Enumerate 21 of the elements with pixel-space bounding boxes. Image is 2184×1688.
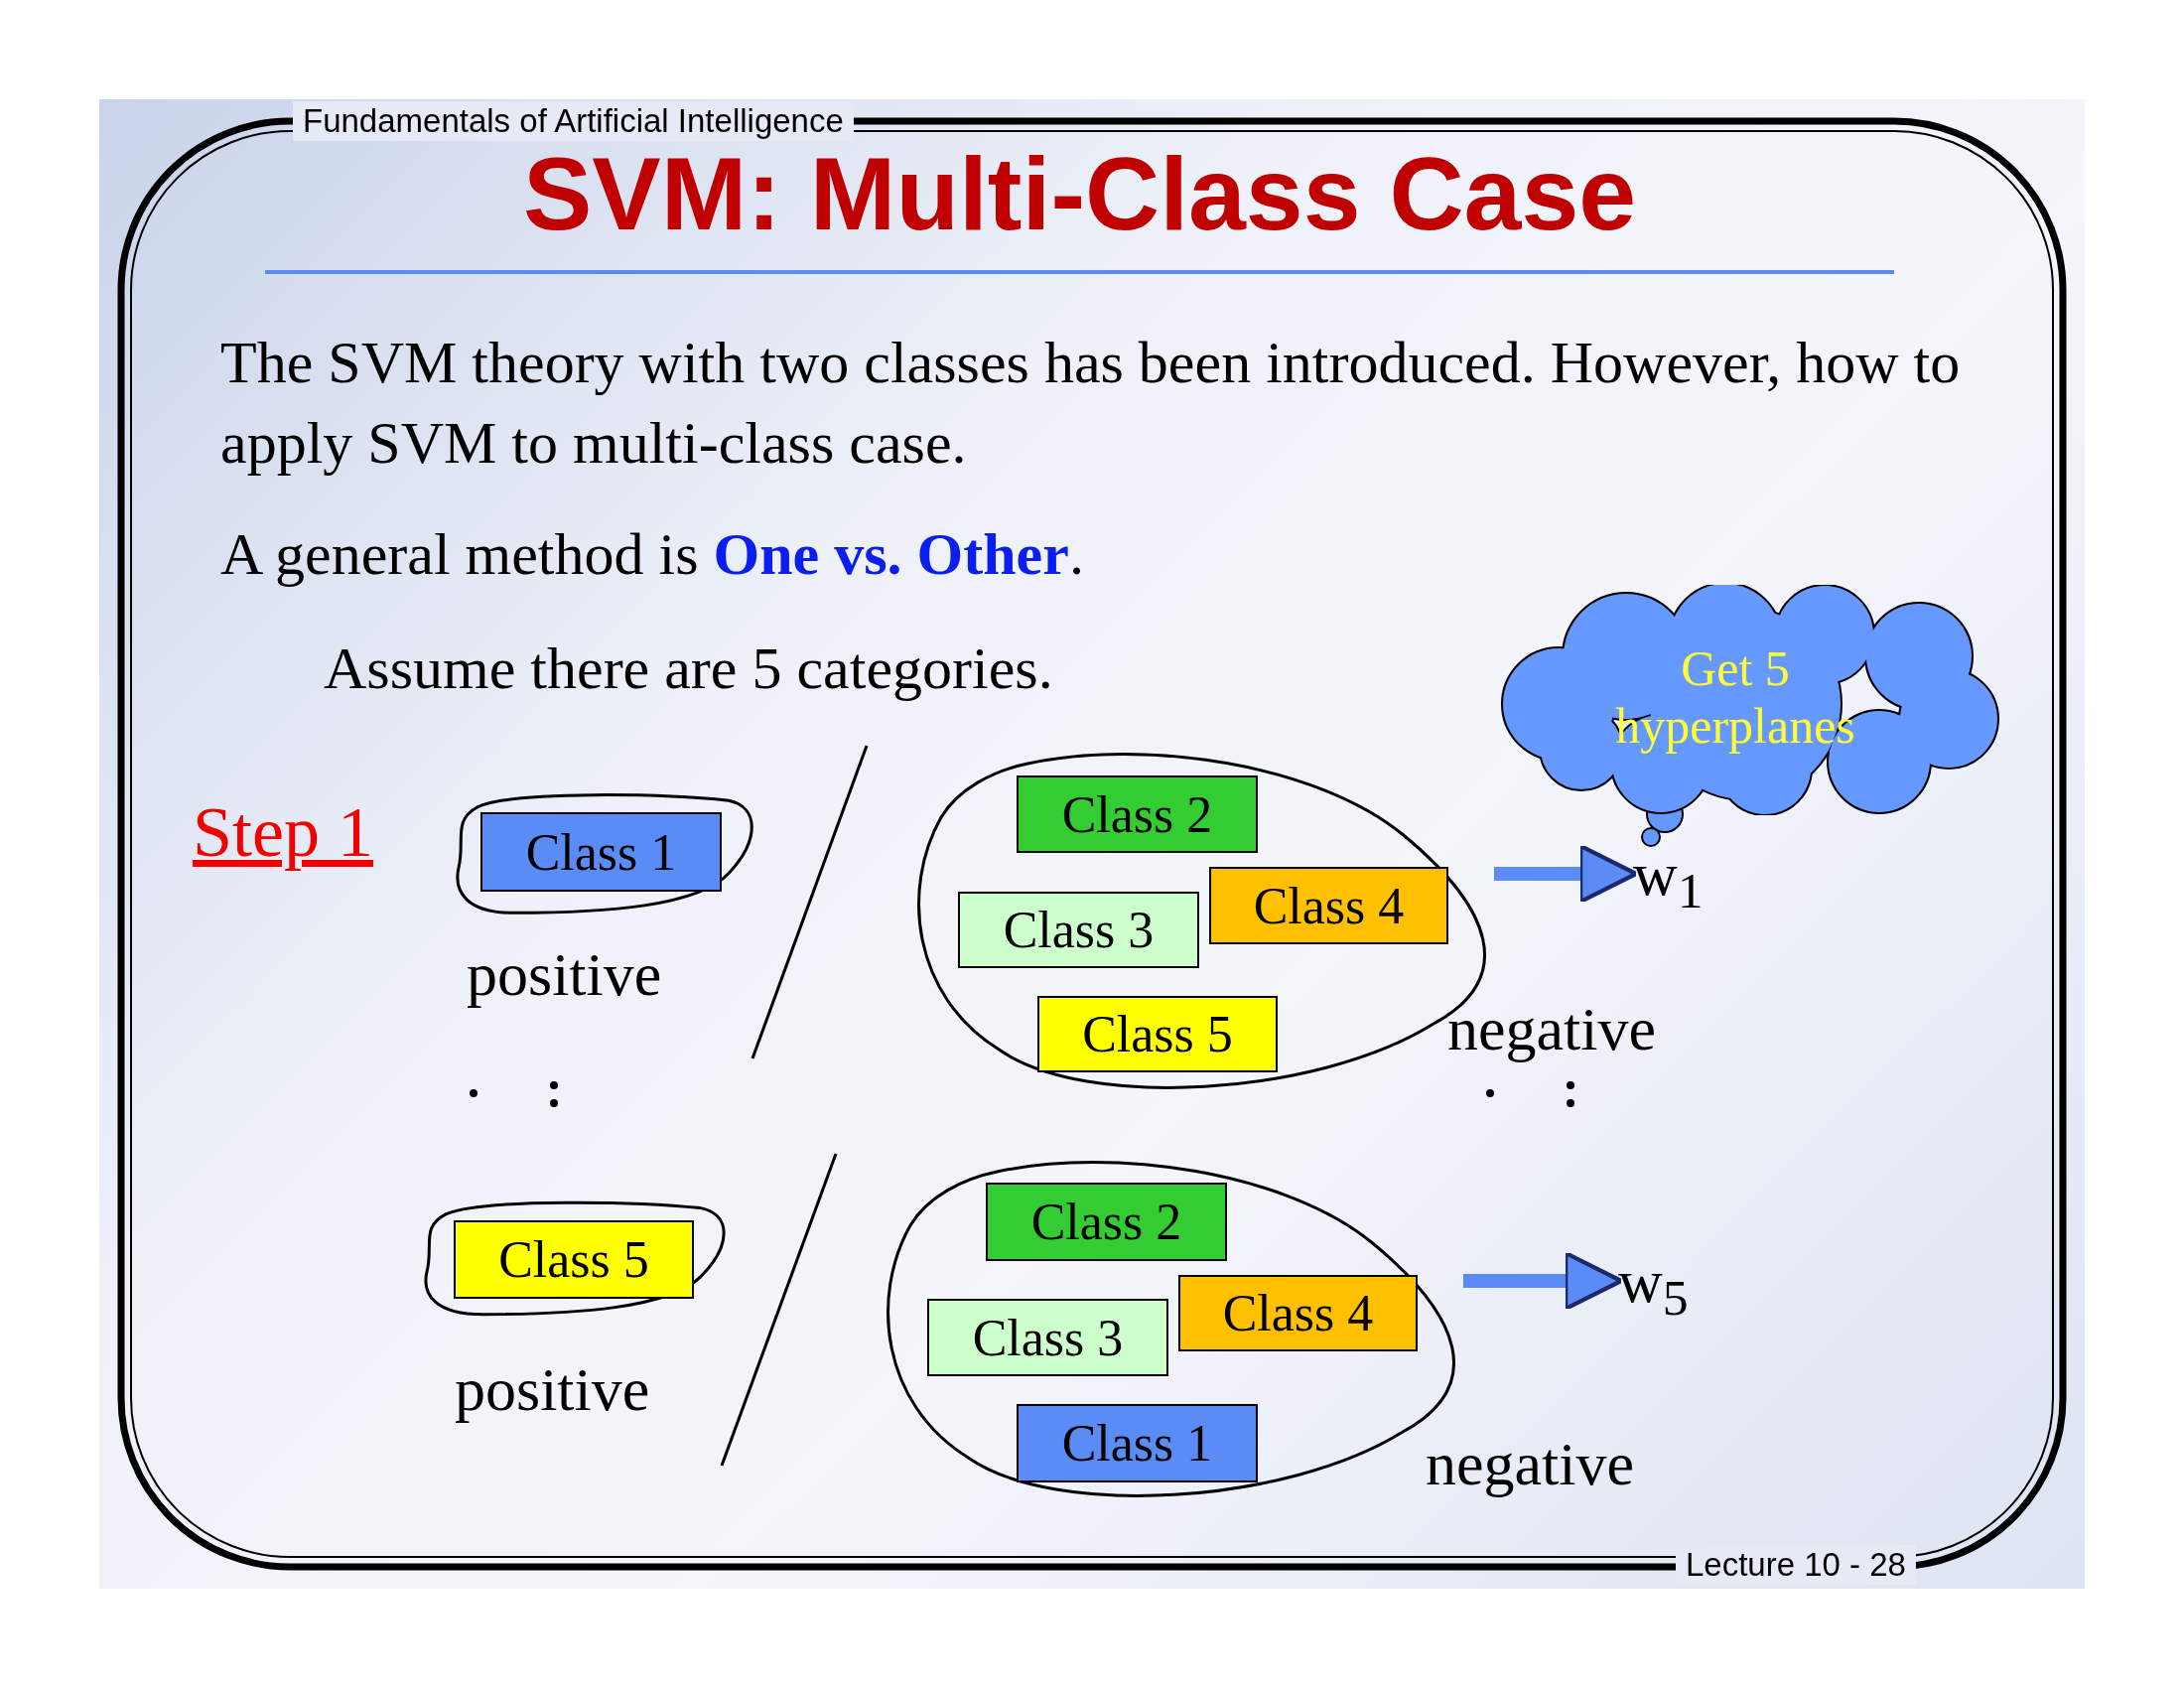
arrow — [1494, 843, 1639, 905]
footer-text: Lecture 10 - 28 — [1676, 1545, 1916, 1585]
class-box: Class 1 — [1017, 1404, 1258, 1482]
weight-vector-label: w$_{5}$ — [1618, 1241, 1698, 1321]
body-text: A general method is One vs. Other. — [220, 520, 1084, 589]
class-box: Class 4 — [1209, 867, 1448, 944]
class-box: Class 3 — [927, 1299, 1168, 1376]
cloud-text: Get 5 hyperplanes — [1614, 639, 1856, 755]
class-box: Class 5 — [1037, 996, 1278, 1072]
class-box: Class 2 — [1017, 775, 1258, 853]
step-label: Step 1 — [193, 791, 373, 874]
header-text: Fundamentals of Artificial Intelligence — [293, 101, 854, 141]
body-text: The SVM theory with two classes has been introduced. However, how to apply SVM to multi-class case. — [220, 329, 1962, 478]
body-text: Assume there are 5 categories. — [324, 634, 1053, 703]
class-box: Class 1 — [480, 812, 722, 892]
class-box: Class 2 — [986, 1183, 1227, 1261]
class-box: Class 5 — [454, 1220, 694, 1299]
arrow — [1463, 1250, 1624, 1312]
class-box: Class 4 — [1178, 1275, 1418, 1351]
class-box: Class 3 — [958, 892, 1199, 968]
weight-vector-label: w$_{1}$ — [1633, 834, 1712, 914]
